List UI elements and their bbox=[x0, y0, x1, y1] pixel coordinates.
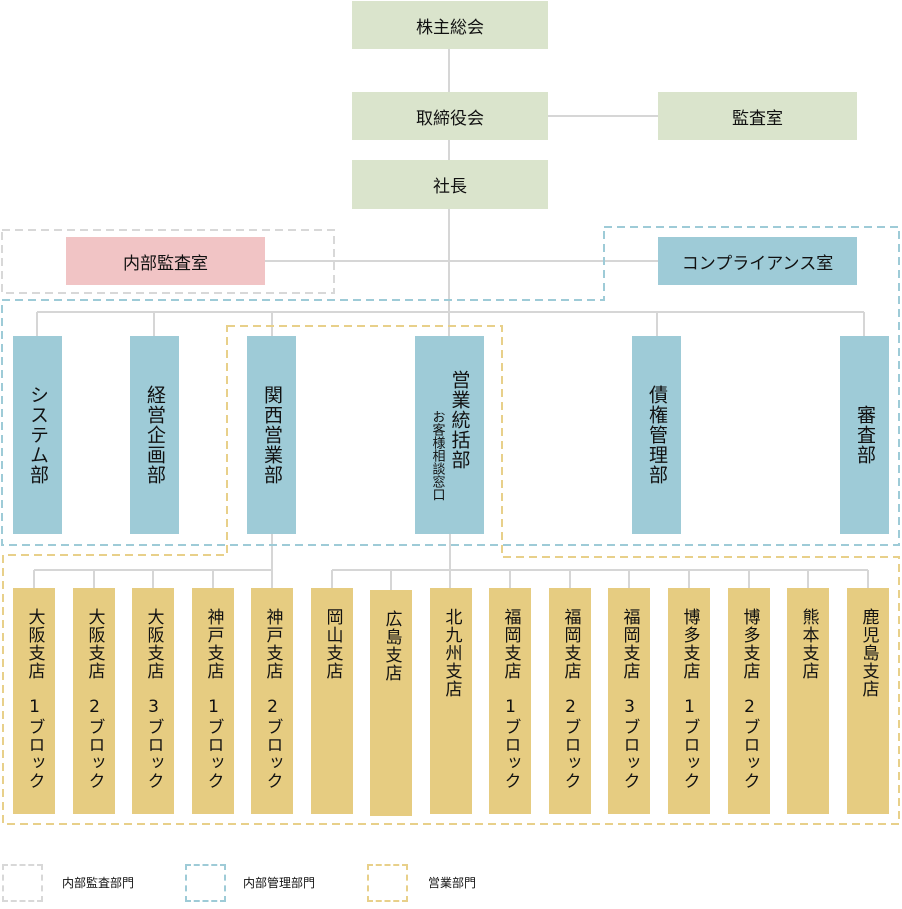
branch-block: 1ブロック bbox=[203, 697, 224, 790]
department-label: システム部 bbox=[27, 385, 49, 485]
department-box: 経営企画部 bbox=[130, 336, 179, 534]
branch-block: 1ブロック bbox=[500, 697, 521, 790]
department-label: 関西営業部 bbox=[261, 385, 283, 485]
branch-box: 岡山支店 bbox=[311, 588, 353, 814]
compliance-box: コンプライアンス室 bbox=[658, 237, 857, 285]
branch-box: 大阪支店 3ブロック bbox=[132, 588, 174, 814]
department-box: 債権管理部 bbox=[632, 336, 681, 534]
branch-block: 3ブロック bbox=[143, 697, 164, 790]
branch-box: 福岡支店 1ブロック bbox=[489, 588, 531, 814]
branch-block: 2ブロック bbox=[262, 697, 283, 790]
board-of-directors-box: 取締役会 bbox=[352, 92, 548, 140]
compliance-label: コンプライアンス室 bbox=[681, 253, 834, 274]
department-sublabel: お客様相談窓口 bbox=[429, 410, 445, 501]
branch-name: 鹿児島支店 bbox=[858, 608, 879, 698]
branch-name: 大阪支店 bbox=[24, 608, 45, 680]
auditor-label: 監査室 bbox=[732, 108, 783, 129]
branch-box: 神戸支店 2ブロック bbox=[251, 588, 293, 814]
branch-box: 大阪支店 1ブロック bbox=[13, 588, 55, 814]
group-outline-management bbox=[1, 226, 900, 546]
branch-block: 3ブロック bbox=[619, 697, 640, 790]
department-label: 審査部 bbox=[854, 405, 876, 465]
branch-name: 大阪支店 bbox=[84, 608, 105, 680]
branch-block: 2ブロック bbox=[84, 697, 105, 790]
branch-box: 北九州支店 bbox=[430, 588, 472, 814]
branch-box: 福岡支店 3ブロック bbox=[608, 588, 650, 814]
legend-swatch-sales bbox=[367, 864, 408, 902]
branch-name: 神戸支店 bbox=[203, 608, 224, 680]
branch-name: 岡山支店 bbox=[322, 608, 343, 680]
department-label: 営業統括部 bbox=[448, 370, 471, 470]
president-label: 社長 bbox=[433, 177, 467, 197]
branch-box: 熊本支店 bbox=[787, 588, 829, 814]
board-of-directors-label: 取締役会 bbox=[416, 108, 484, 129]
internal-audit-label: 内部監査室 bbox=[123, 253, 208, 274]
branch-block: 2ブロック bbox=[739, 697, 760, 790]
branch-block: 1ブロック bbox=[679, 697, 700, 790]
legend-label-management: 内部管理部門 bbox=[243, 876, 316, 890]
branch-name: 熊本支店 bbox=[798, 608, 819, 680]
department-box: システム部 bbox=[13, 336, 62, 534]
legend-swatch-management bbox=[185, 864, 226, 902]
branch-block: 2ブロック bbox=[560, 697, 581, 790]
department-label: 債権管理部 bbox=[646, 385, 668, 485]
branch-block: 1ブロック bbox=[24, 697, 45, 790]
branch-box: 広島支店 bbox=[370, 590, 412, 816]
branch-box: 神戸支店 1ブロック bbox=[192, 588, 234, 814]
legend-swatch-internal-audit bbox=[2, 864, 43, 902]
branch-name: 博多支店 bbox=[739, 608, 760, 680]
auditor-box: 監査室 bbox=[658, 92, 857, 140]
internal-audit-box: 内部監査室 bbox=[66, 237, 265, 285]
branch-box: 福岡支店 2ブロック bbox=[549, 588, 591, 814]
president-box: 社長 bbox=[352, 160, 548, 209]
branch-name: 大阪支店 bbox=[143, 608, 164, 680]
branch-box: 博多支店 1ブロック bbox=[668, 588, 710, 814]
legend-label-internal-audit: 内部監査部門 bbox=[62, 876, 135, 890]
shareholders-meeting-box: 株主総会 bbox=[352, 1, 548, 49]
branch-name: 神戸支店 bbox=[262, 608, 283, 680]
shareholders-meeting-label: 株主総会 bbox=[416, 17, 484, 38]
branch-box: 鹿児島支店 bbox=[847, 588, 889, 814]
branch-name: 福岡支店 bbox=[619, 608, 640, 680]
branch-name: 福岡支店 bbox=[500, 608, 521, 680]
department-box: 営業統括部 お客様相談窓口 bbox=[415, 336, 484, 534]
branch-name: 北九州支店 bbox=[441, 608, 462, 698]
department-box: 関西営業部 bbox=[247, 336, 296, 534]
branch-name: 福岡支店 bbox=[560, 608, 581, 680]
department-label: 経営企画部 bbox=[144, 385, 166, 485]
branch-box: 大阪支店 2ブロック bbox=[73, 588, 115, 814]
group-outline-sales bbox=[2, 325, 900, 825]
department-box: 審査部 bbox=[840, 336, 889, 534]
group-outline-internal-audit bbox=[1, 229, 335, 294]
branch-name: 広島支店 bbox=[381, 610, 402, 682]
legend-label-sales: 営業部門 bbox=[428, 876, 477, 890]
branch-box: 博多支店 2ブロック bbox=[728, 588, 770, 814]
branch-name: 博多支店 bbox=[679, 608, 700, 680]
